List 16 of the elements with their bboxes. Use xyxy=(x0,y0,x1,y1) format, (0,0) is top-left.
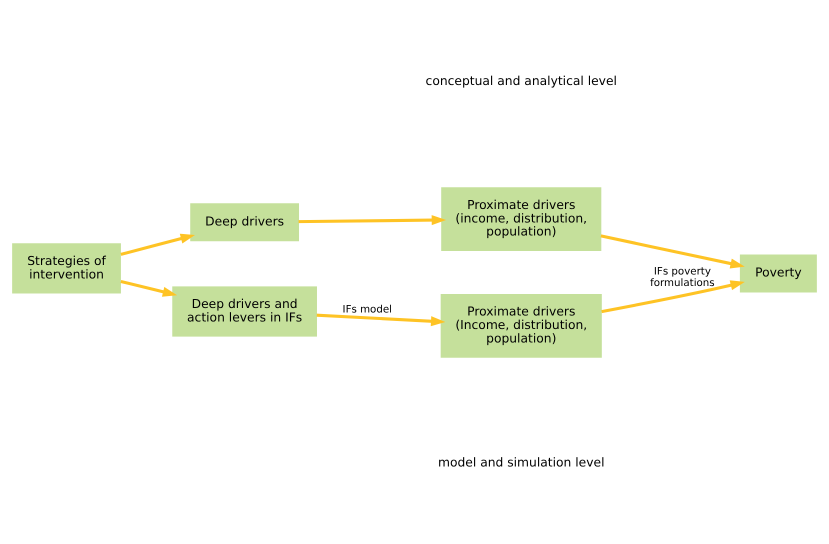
label: model and simulation level xyxy=(438,455,604,470)
arrow xyxy=(120,279,178,296)
arrow xyxy=(298,214,446,225)
arrow xyxy=(316,313,446,326)
node-box: Proximate drivers (income, distribution, population) xyxy=(441,186,602,250)
node-box: Deep drivers and action levers in IFs xyxy=(172,286,317,336)
edge-label: IFs poverty formulations xyxy=(650,265,715,288)
edge-label: IFs model xyxy=(342,303,392,316)
node-box: Deep drivers xyxy=(190,202,300,241)
label: conceptual and analytical level xyxy=(426,73,617,88)
arrow xyxy=(600,234,745,268)
arrow xyxy=(601,280,745,313)
node-box: Strategies of intervention xyxy=(12,242,121,294)
arrow xyxy=(120,233,195,256)
node-box: Proximate drivers (Income, distribution, population) xyxy=(440,294,602,358)
node-box: Poverty xyxy=(740,254,817,292)
